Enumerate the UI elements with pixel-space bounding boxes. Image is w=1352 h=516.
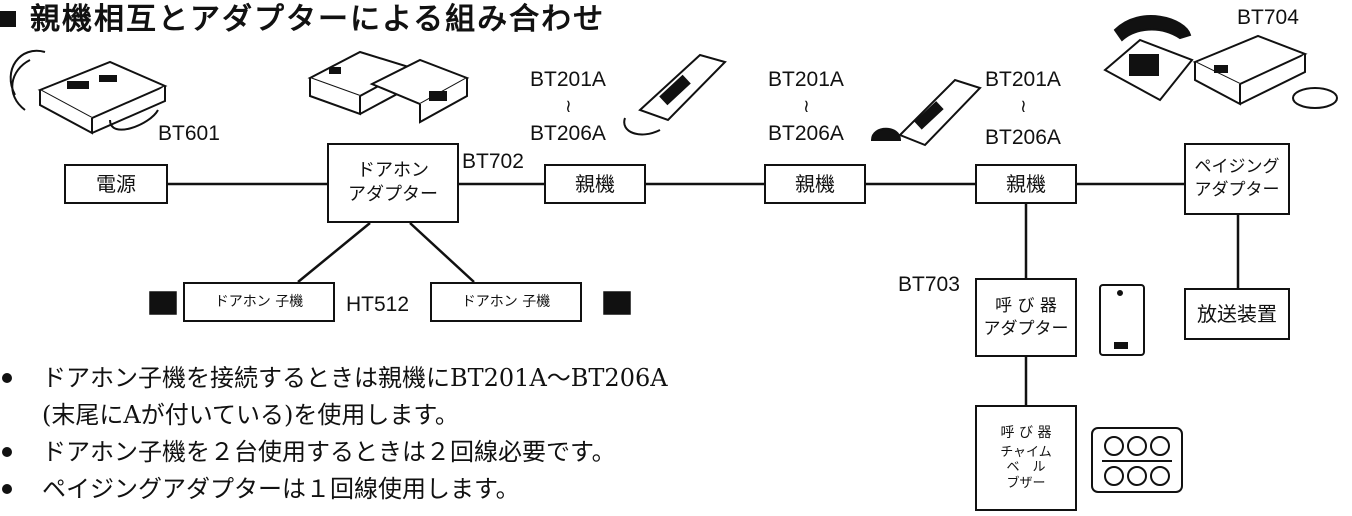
caller-box: 呼 び 器 チャイム ベ ル ブザー (975, 405, 1077, 511)
model-range-tilde-3: ≀ (1020, 96, 1027, 116)
doorphone-adapter-line2: アダプター (348, 184, 438, 205)
line-adapter-sub2 (409, 222, 475, 283)
model-label-bt201a-2: BT201A (768, 68, 844, 91)
model-label-bt206a-3: BT206A (985, 126, 1061, 149)
note-1-line2: (末尾にAが付いている)を使用します。 (42, 401, 459, 429)
model-range-tilde-2: ≀ (803, 96, 810, 116)
model-label-bt201a-1: BT201A (530, 68, 606, 91)
title-bullet-icon (0, 11, 16, 27)
line-adapter-sub1 (297, 222, 371, 283)
model-label-bt703: BT703 (898, 273, 960, 296)
caller-adapter-line1: 呼 び 器 (995, 295, 1057, 316)
paging-adapter-line2: アダプター (1194, 180, 1280, 200)
power-box-label: 電源 (96, 171, 136, 196)
model-label-bt702: BT702 (462, 150, 524, 173)
diagram-title: 親機相互とアダプターによる組み合わせ (0, 0, 605, 38)
bt601-power-unit-image (9, 49, 168, 135)
chime-panel-image (1091, 427, 1183, 493)
caller-line-bell: ベ ル (1006, 460, 1046, 476)
note-item-3: ペイジングアダプターは１回線使用します。 (0, 471, 668, 508)
caller-line1: 呼 び 器 (1000, 424, 1052, 441)
caller-line-chime: チャイム (1000, 444, 1052, 460)
note-item-2: ドアホン子機を２台使用するときは２回線必要です。 (0, 434, 668, 471)
telephone-1-image (623, 53, 727, 136)
model-label-bt201a-3: BT201A (985, 68, 1061, 91)
note-3-text: ペイジングアダプターは１回線使用します。 (42, 475, 520, 503)
model-label-bt206a-2: BT206A (768, 122, 844, 145)
model-label-bt206a-1: BT206A (530, 122, 606, 145)
caller-adapter-box: 呼 び 器 アダプター (975, 278, 1077, 357)
master-unit-box-1: 親機 (544, 164, 646, 204)
title-text: 親機相互とアダプターによる組み合わせ (30, 2, 606, 37)
doorphone-sub-box-1: ドアホン 子機 (183, 282, 335, 322)
model-label-ht512: HT512 (346, 293, 410, 316)
telephone-2-image (870, 78, 982, 147)
doorphone-sub-box-2: ドアホン 子機 (430, 282, 582, 322)
doorphone-grille-right-image (603, 291, 631, 315)
doorphone-sub-label-1: ドアホン 子機 (214, 293, 304, 310)
master-unit-box-3: 親機 (975, 164, 1077, 204)
master-unit-label-3: 親機 (1006, 171, 1046, 196)
model-label-bt601: BT601 (158, 122, 220, 145)
bullet-icon (2, 372, 12, 383)
master-unit-label-2: 親機 (795, 171, 835, 196)
bt702-doorphone-adapter-image (307, 50, 470, 124)
caller-line-buzzer: ブザー (1006, 475, 1046, 491)
master-unit-label-1: 親機 (575, 171, 615, 196)
broadcast-box: 放送装置 (1184, 288, 1290, 340)
model-label-bt704: BT704 (1237, 6, 1299, 29)
doorphone-sub-label-2: ドアホン 子機 (461, 293, 551, 310)
master-unit-box-2: 親機 (764, 164, 866, 204)
doorphone-grille-left-image (149, 291, 177, 315)
caller-adapter-line2: アダプター (983, 318, 1069, 339)
model-range-tilde-1: ≀ (565, 96, 572, 116)
doorphone-adapter-box: ドアホン アダプター (327, 143, 459, 223)
notes-list: ドアホン子機を接続するときは親機にBT201A～BT206A (末尾にAが付いて… (0, 360, 668, 508)
paging-adapter-box: ペイジング アダプター (1184, 143, 1290, 215)
note-1-line1: ドアホン子機を接続するときは親機にBT201A～BT206A (42, 364, 668, 392)
note-2-text: ドアホン子機を２台使用するときは２回線必要です。 (42, 438, 616, 466)
paging-adapter-line1: ペイジング (1194, 157, 1280, 178)
note-item-1-cont: (末尾にAが付いている)を使用します。 (0, 397, 668, 434)
bt704-paging-adapter-image (1192, 34, 1338, 109)
broadcast-label: 放送装置 (1197, 301, 1277, 326)
caller-device-image (1099, 284, 1145, 356)
desk-telephone-image (1103, 15, 1194, 102)
bullet-icon (2, 483, 12, 494)
power-box: 電源 (64, 164, 168, 204)
note-item-1: ドアホン子機を接続するときは親機にBT201A～BT206A (0, 360, 668, 397)
bullet-icon (2, 446, 12, 457)
doorphone-adapter-line1: ドアホン (357, 159, 429, 181)
